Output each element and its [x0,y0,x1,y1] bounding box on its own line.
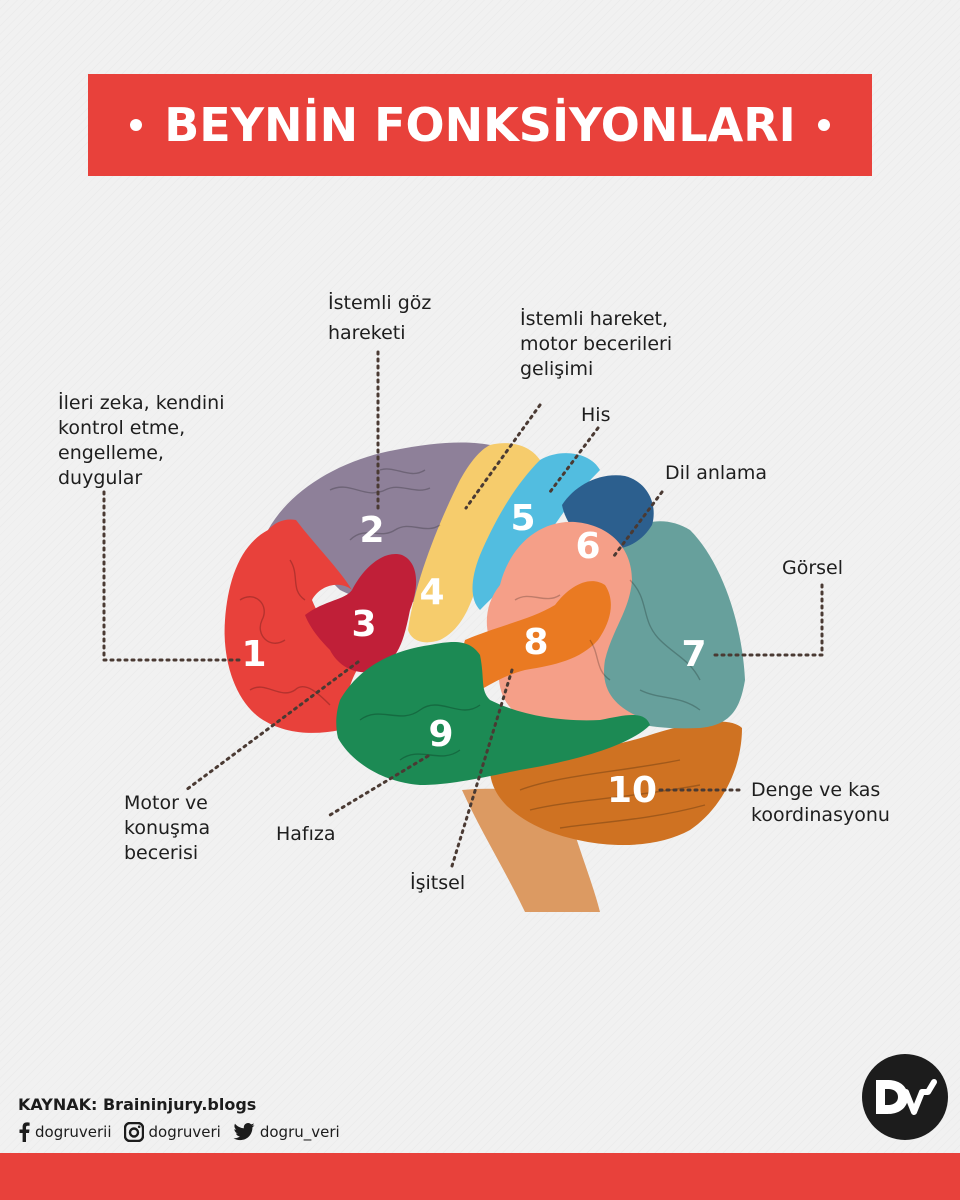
leader-line-3 [184,660,360,792]
page-title: BEYNİN FONKSİYONLARI [164,98,796,152]
gyri-texture [239,468,706,829]
region-number-9: 9 [428,714,453,755]
leader-line-8 [450,668,514,868]
facebook-handle: dogruverii [35,1123,112,1141]
region-label-2: İstemli göz hareketi [328,292,432,344]
facebook-icon [19,1122,30,1142]
leader-line-4 [464,403,542,510]
instagram-icon [123,1122,144,1142]
bottom-accent-bar [0,1153,960,1200]
region-number-8: 8 [523,622,548,663]
region-label-7: Görsel [782,557,844,579]
region-7-shape [599,521,745,729]
leader-line-5 [548,426,600,494]
region-number-4: 4 [419,572,444,613]
leader-line-6 [612,490,664,558]
region-8-shape [463,581,611,690]
region-label-1: İleri zeka, kendini kontrol etme, engell… [58,392,225,489]
twitter-link[interactable]: dogru_veri [233,1123,340,1141]
instagram-handle: dogruveri [148,1123,221,1141]
facebook-link[interactable]: dogruverii [18,1122,112,1142]
region-number-5: 5 [510,498,535,539]
region-9-shape [336,642,650,785]
bullet-dot [130,119,143,131]
logo-mark [876,1079,937,1115]
leader-lines [102,350,824,868]
bullet-dot [817,119,830,131]
dogru-veri-logo [862,1054,948,1140]
twitter-icon [233,1123,255,1141]
region-label-8: İşitsel [410,872,466,894]
region-label-6: Dil anlama [665,462,767,484]
title-banner: BEYNİN FONKSİYONLARI [88,74,872,176]
region-3-shape [305,554,417,673]
region-number-1: 1 [241,634,266,675]
region-10-shape [490,721,742,846]
region-number-3: 3 [351,604,376,645]
region-label-3: Motor ve konuşma becerisi [124,792,211,864]
region-label-5: His [581,404,611,426]
region-1-shape [224,519,360,733]
region-5-shape [472,453,600,610]
region-number-6: 6 [575,526,600,567]
leader-line-7 [710,583,824,657]
twitter-handle: dogru_veri [259,1123,340,1141]
region-number-2: 2 [359,510,384,551]
region-label-10: Denge ve kas koordinasyonu [751,779,890,826]
leader-line-1 [102,490,242,662]
social-links: dogruverii dogruveri dogru_veri [18,1122,352,1142]
source-credit: KAYNAK: Braininjury.blogs [18,1095,257,1114]
region-number-10: 10 [607,770,657,811]
region-number-7: 7 [681,634,706,675]
leader-line-9 [328,754,430,817]
region-label-9: Hafıza [276,823,336,845]
region-4-shape [408,443,540,643]
region-label-4: İstemli hareket, motor becerileri gelişi… [520,308,673,380]
instagram-link[interactable]: dogruveri [123,1122,221,1142]
